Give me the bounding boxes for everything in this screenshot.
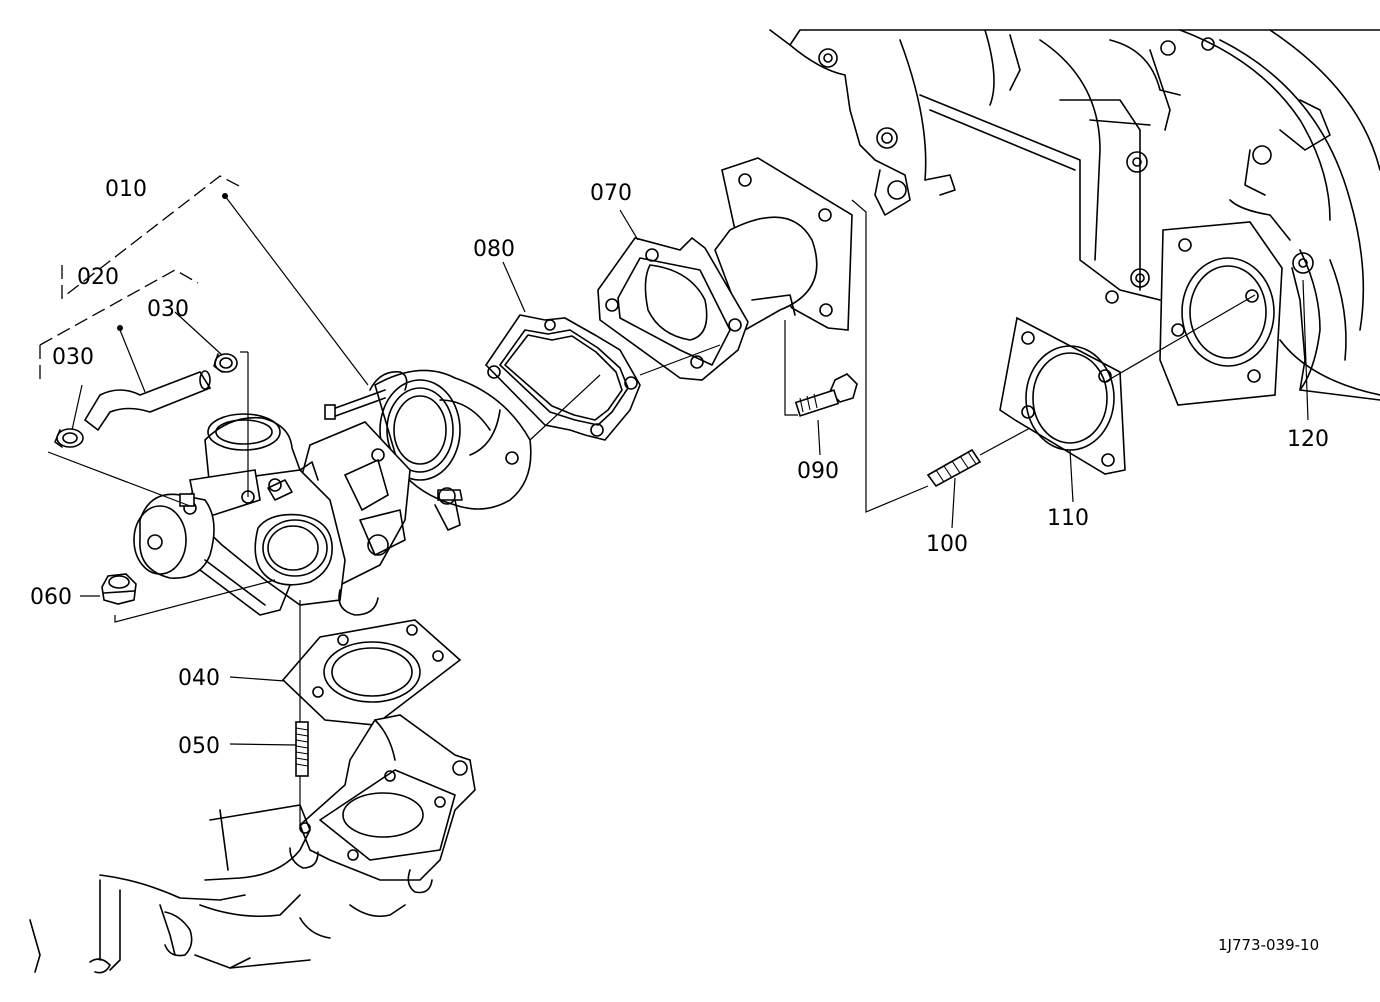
gasket-110 (999, 316, 1126, 475)
callout-labels: 010 020 030 030 040 050 060 070 080 090 … (30, 177, 1329, 954)
turbocharger-010 (133, 369, 532, 616)
callout-090: 090 (797, 459, 839, 484)
exhaust-elbow-070 (597, 157, 853, 381)
stud-050 (295, 721, 309, 777)
gasket-040 (281, 619, 462, 726)
callout-020: 020 (77, 265, 119, 290)
bolt-090 (794, 373, 858, 417)
hose-clamp-030-left (54, 428, 84, 448)
callout-110: 110 (1047, 506, 1089, 531)
stud-100 (926, 448, 982, 488)
drawing-code: 1J773-039-10 (1218, 936, 1319, 954)
callout-040: 040 (178, 666, 220, 691)
nut-060 (101, 573, 137, 605)
callout-080: 080 (473, 237, 515, 262)
callout-100: 100 (926, 532, 968, 557)
callout-120: 120 (1287, 427, 1329, 452)
gasket-080 (484, 314, 641, 441)
hose-clamp-030-right (213, 353, 238, 373)
callout-030-lower: 030 (52, 345, 94, 370)
callout-060: 060 (30, 585, 72, 610)
callout-050: 050 (178, 734, 220, 759)
engine-block-illustration (769, 29, 1380, 406)
exhaust-manifold-illustration (29, 714, 476, 974)
callout-010: 010 (105, 177, 147, 202)
callout-030-upper: 030 (147, 297, 189, 322)
hose-020 (83, 370, 212, 432)
callout-070: 070 (590, 181, 632, 206)
leader-lines (39, 175, 1309, 828)
